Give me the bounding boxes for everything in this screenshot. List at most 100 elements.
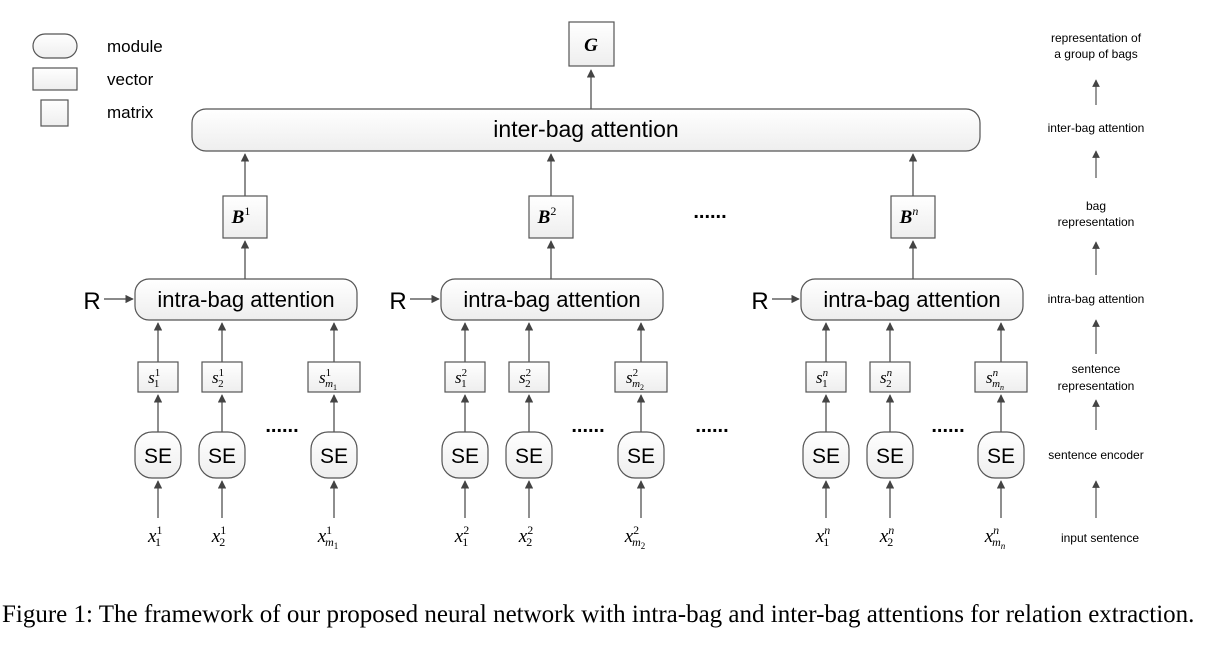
- x-subsub-3-3: n: [1001, 541, 1006, 551]
- bag-rep-letter-2: B: [537, 207, 551, 228]
- legend-vector-label: vector: [107, 70, 154, 89]
- bag-representation-label-2: B2: [537, 204, 557, 228]
- sentence-encoder-label-1-1: SE: [144, 445, 172, 468]
- sentence-representation-box-1-3: [307, 361, 361, 393]
- s-letter-3-1: s: [816, 368, 823, 387]
- sentence-encoder-label-1-3: SE: [320, 445, 348, 468]
- within-bag-ellipsis-2: ......: [571, 415, 604, 437]
- x-letter-3-2: x: [879, 526, 889, 547]
- sentence-encoder-module-3-2: [866, 431, 914, 479]
- sentence-encoder-label-1-2: SE: [208, 445, 236, 468]
- right-label-inter-bag: inter-bag attention: [1048, 121, 1145, 135]
- bag-rep-sup-1: 1: [244, 204, 250, 218]
- between-bags-ellipsis-top: ......: [693, 201, 726, 223]
- sentence-encoder-module-2-2: [505, 431, 553, 479]
- bag-representation-label-3: Bn: [899, 204, 919, 228]
- relation-label-2: R: [389, 288, 406, 315]
- s-sub-2-1: 1: [461, 378, 467, 390]
- legend-matrix-label: matrix: [107, 103, 154, 122]
- sentence-representation-box-3-1: [805, 361, 847, 393]
- s-subsub-2-3: 2: [640, 383, 644, 392]
- x-sup-2-2: 2: [527, 523, 533, 537]
- sentence-encoder-label-2-1: SE: [451, 445, 479, 468]
- x-sub-2-3: m: [632, 535, 641, 549]
- x-letter-1-2: x: [211, 526, 221, 547]
- sentence-representation-box-3-2: [869, 361, 911, 393]
- s-sub-1-1: 1: [154, 378, 160, 390]
- right-label-bag-rep-1: bag: [1086, 199, 1106, 213]
- right-labels: representation of a group of bags inter-…: [1048, 31, 1145, 545]
- x-letter-1-3: x: [317, 526, 327, 547]
- s-sup-3-3: n: [993, 367, 999, 379]
- right-label-input: input sentence: [1061, 531, 1139, 545]
- s-letter-2-3: s: [626, 368, 633, 387]
- x-letter-1-1: x: [147, 526, 157, 547]
- right-label-intra-bag: intra-bag attention: [1048, 292, 1145, 306]
- s-sub-1-3: m: [325, 378, 333, 390]
- x-subsub-2-3: 2: [641, 541, 646, 551]
- figure-caption: Figure 1: The framework of our proposed …: [2, 601, 1195, 628]
- sentence-encoder-module-3-3: [977, 431, 1025, 479]
- sentence-encoder-label-3-1: SE: [812, 445, 840, 468]
- x-sup-1-2: 1: [220, 523, 226, 537]
- sentence-encoder-label-2-2: SE: [515, 445, 543, 468]
- x-letter-3-3: x: [984, 526, 994, 547]
- sentence-encoder-module-2-3: [617, 431, 665, 479]
- legend-module-label: module: [107, 37, 163, 56]
- sentence-encoder-label-3-2: SE: [876, 445, 904, 468]
- s-letter-3-2: s: [880, 368, 887, 387]
- x-sup-3-3: n: [993, 523, 999, 537]
- x-sub-3-1: 1: [823, 535, 829, 549]
- s-letter-1-1: s: [148, 368, 155, 387]
- s-sup-2-1: 2: [462, 367, 468, 379]
- sentence-encoder-module-1-3: [310, 431, 358, 479]
- sentence-representation-box-1-2: [201, 361, 243, 393]
- x-sup-3-2: n: [888, 523, 894, 537]
- legend-vector-shape: [32, 67, 78, 91]
- bag-representation-box-3: [890, 195, 936, 239]
- x-letter-2-3: x: [624, 526, 634, 547]
- x-sup-1-3: 1: [326, 523, 332, 537]
- x-letter-2-1: x: [454, 526, 464, 547]
- sentence-encoder-module-2-1: [441, 431, 489, 479]
- bag-rep-letter-1: B: [231, 207, 245, 228]
- s-sup-3-1: n: [823, 367, 829, 379]
- legend-matrix-shape: [40, 99, 69, 127]
- x-letter-3-1: x: [815, 526, 825, 547]
- s-sub-1-2: 2: [218, 378, 224, 390]
- s-sup-3-2: n: [887, 367, 893, 379]
- s-sup-1-1: 1: [155, 367, 160, 379]
- x-sup-1-1: 1: [156, 523, 162, 537]
- x-sup-3-1: n: [824, 523, 830, 537]
- within-bag-ellipsis-3: ......: [931, 415, 964, 437]
- sentence-encoder-module-3-1: [802, 431, 850, 479]
- right-label-group-rep-1: representation of: [1051, 31, 1142, 45]
- bag-representation-label-1: B1: [231, 204, 251, 228]
- right-label-sent-rep-2: representation: [1058, 379, 1135, 393]
- x-sub-1-1: 1: [155, 535, 161, 549]
- inter-bag-attention-label: inter-bag attention: [493, 116, 678, 142]
- s-sub-3-3: m: [992, 378, 1000, 390]
- sentence-representation-box-2-3: [614, 361, 668, 393]
- inter-bag-attention-module: [191, 108, 981, 152]
- x-sub-1-2: 2: [219, 535, 225, 549]
- bag-representation-box-1: [222, 195, 268, 239]
- s-subsub-3-3: n: [1000, 383, 1004, 392]
- intra-bag-attention-label-3: intra-bag attention: [823, 287, 1000, 312]
